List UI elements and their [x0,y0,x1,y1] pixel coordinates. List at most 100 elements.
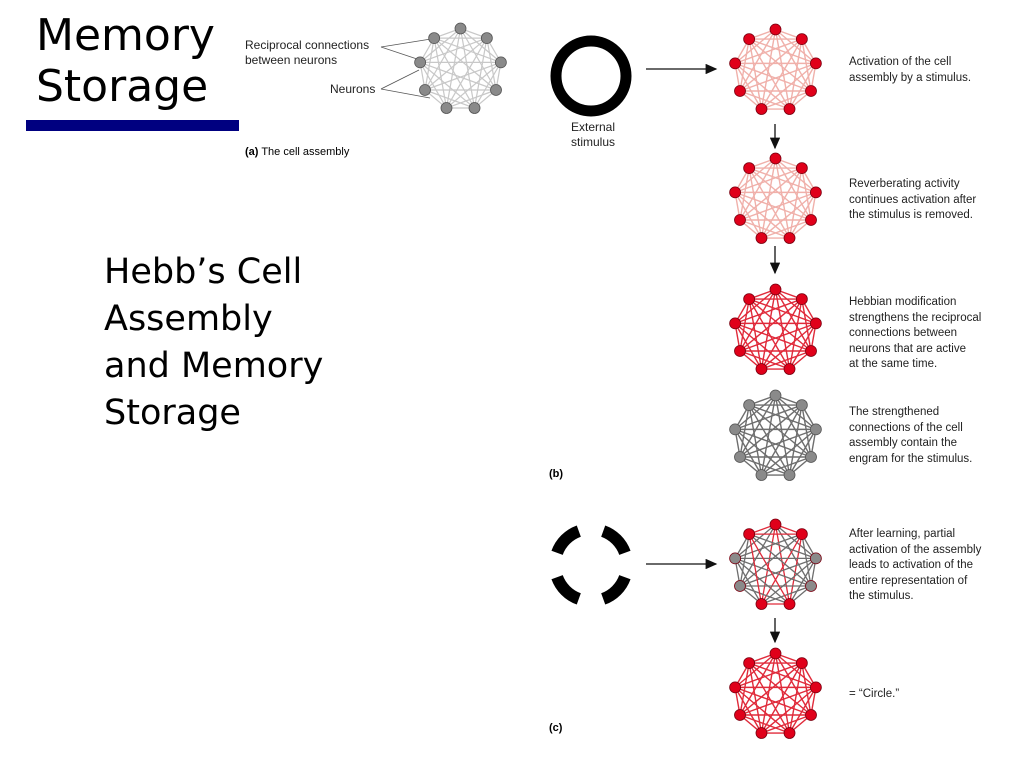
neuron-connection [748,404,790,475]
neuron-connection [739,167,802,221]
neuron-connection [419,61,447,108]
neuron-node [809,422,822,435]
neuron-connection [747,38,762,109]
subtitle-line: Storage [104,393,241,433]
title-line: Memory [36,10,215,61]
neuron-node [418,83,431,96]
neuron-node [769,518,781,530]
panel-letter: (a) [245,146,259,158]
neuron-connection [433,37,496,90]
neuron-connection [739,218,790,239]
neuron-node [809,185,822,198]
neuron-node [480,31,493,44]
description-line: entire representation of [849,574,968,587]
neuron-node [427,31,440,44]
description-line: Reverberating activity [849,178,960,190]
neuron-connection [734,62,762,109]
neuron-connection [459,27,497,90]
subtitle-line: Hebb’s Cell [104,252,303,292]
neuron-connection [760,157,776,238]
neuron-connection [748,661,816,688]
neuron-network [728,647,822,739]
neuron-node [454,22,466,34]
neuron-connection [739,428,816,458]
neuron-node [795,398,808,411]
neuron-connection [734,28,776,64]
neuron-connection [423,27,461,90]
neuron-node [769,23,781,35]
neuron-connection [734,557,762,604]
neuron-connection [748,532,816,559]
neuron-connection [419,61,496,91]
neuron-node [489,83,502,96]
description-line: assembly contain the [849,437,958,449]
description-line: = “Circle.” [849,688,900,700]
neuron-connection [747,404,762,475]
panel-letter: (c) [549,722,563,734]
step-description: Reverberating activity continues activat… [849,177,1014,224]
neuron-connection [760,218,811,239]
neuron-node [440,101,452,114]
neuron-connection [445,61,501,108]
neuron-connection [419,61,475,108]
neuron-connection [473,37,487,108]
description-line: at the same time. [849,358,938,370]
neuron-connection [459,27,501,63]
neuron-node [755,362,767,375]
neuron-node [413,55,426,68]
neuron-node [804,213,817,226]
neuron-node [783,102,795,115]
description-line: continues activation after [849,193,977,206]
neuron-connection [774,288,790,369]
neuron-connection [760,288,776,369]
neuron-connection [748,298,790,369]
neuron-connection [774,523,790,604]
neuron-node [804,344,817,357]
neuron-connection [774,394,816,430]
neuron-connection [739,662,802,716]
neuron-connection [739,349,790,370]
neuron-connection [445,37,487,108]
neuron-connection [734,322,762,369]
neuron-connection [424,88,475,109]
panel-letter: (b) [549,468,564,480]
step-description: The strengthened connections of the cell… [849,405,1014,467]
neuron-connection [433,37,447,108]
neuron-connection [747,662,762,733]
neuron-connection [738,404,750,457]
neuron-connection [734,288,776,324]
neuron-connection [738,167,750,220]
neuron-connection [738,533,750,586]
neuron-node [468,101,480,114]
neuron-node [795,656,808,669]
neuron-connection [419,27,461,63]
neuron-connection [760,557,816,605]
external-stimulus-circle [550,35,632,117]
neuron-node [728,422,741,435]
neuron-node [769,647,781,659]
neuron-connection [739,455,790,476]
neuron-network [728,283,822,375]
neuron-network [413,22,507,114]
neuron-node [783,468,795,481]
description-line: After learning, partial [849,528,956,540]
neuron-connection [774,523,812,586]
neuron-connection [734,191,811,221]
neuron-connection [739,533,802,586]
description-line: activation of the assembly [849,543,982,556]
neuron-node [795,161,808,174]
neuron-node [755,726,767,739]
neuron-node [755,231,767,244]
neuron-connection [774,652,816,688]
panel-caption: The cell assembly [261,146,350,158]
neuron-connection [445,88,496,109]
neuron-connection [748,533,790,604]
neuron-connection [748,38,811,92]
neuron-connection [788,191,816,238]
neuron-connection [734,191,762,238]
neuron-node [494,55,507,68]
neuron-connection [734,322,811,352]
neuron-connection [774,288,816,324]
neuron-connection [760,349,811,370]
